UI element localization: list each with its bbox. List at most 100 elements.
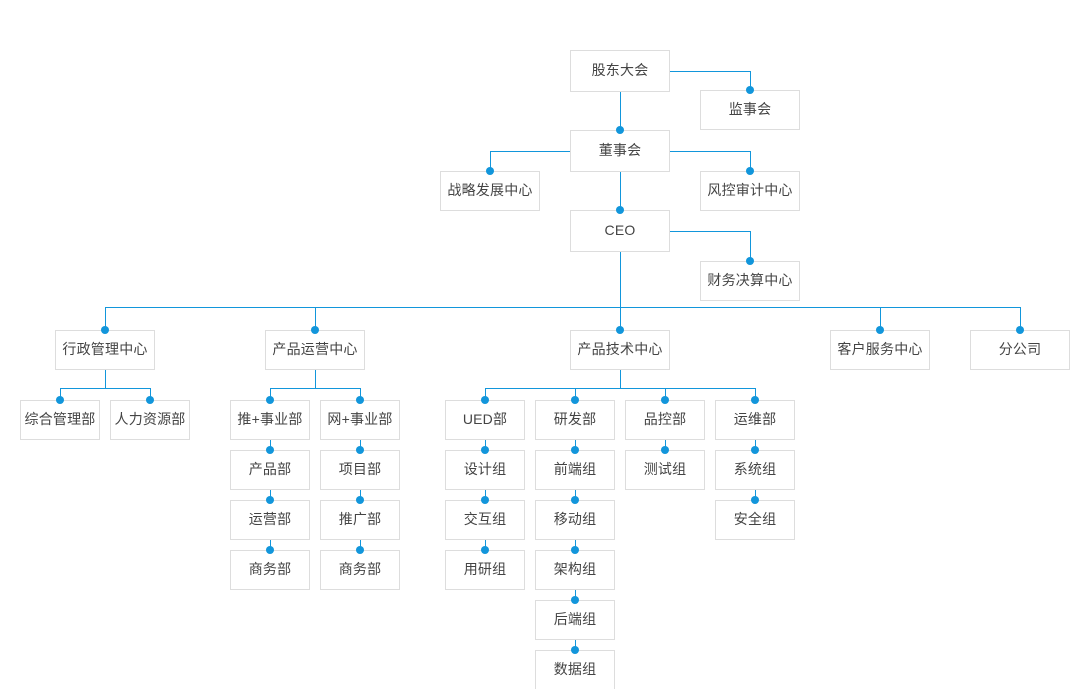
org-node-risk-audit-center[interactable]: 风控审计中心 [700,171,800,211]
org-node-business-dept-2[interactable]: 商务部 [320,550,400,590]
org-node-security-group[interactable]: 安全组 [715,500,795,540]
connector-board-to-strategy-h [490,151,620,152]
connector-dot-qa-dept [661,396,669,404]
connector-dot-system-group [751,446,759,454]
connector-dot-promotion-dept [356,496,364,504]
connector-shareholders-to-board [620,92,621,130]
org-node-architecture-group[interactable]: 架构组 [535,550,615,590]
org-node-ceo[interactable]: CEO [570,210,670,252]
connector-design-to-interaction [485,490,486,500]
connector-tui-to-product [270,440,271,450]
connector-product-to-operations [270,490,271,500]
connector-board-to-strategy-v [490,151,491,170]
connector-bus-to-product-tech [620,307,621,329]
org-node-ued-dept[interactable]: UED部 [445,400,525,440]
org-node-test-group[interactable]: 测试组 [625,450,705,490]
org-node-rd-dept[interactable]: 研发部 [535,400,615,440]
org-node-design-group[interactable]: 设计组 [445,450,525,490]
connector-dot-mobile-group [571,496,579,504]
connector-prodtech-to-rd [575,388,576,400]
connector-dot-ued-dept [481,396,489,404]
org-node-board[interactable]: 董事会 [570,130,670,172]
org-node-interaction-group[interactable]: 交互组 [445,500,525,540]
connector-dot-human-resources [146,396,154,404]
connector-dot-product-tech-center [616,326,624,334]
org-node-shareholders[interactable]: 股东大会 [570,50,670,92]
connector-promotion-to-business2 [360,540,361,550]
connector-bus-to-product-ops [315,307,316,329]
connector-qa-to-test [665,440,666,450]
org-node-user-research-group[interactable]: 用研组 [445,550,525,590]
connector-prodops-bus [270,388,360,389]
connector-system-to-security [755,490,756,500]
org-node-frontend-group[interactable]: 前端组 [535,450,615,490]
connector-board-to-risk-h [620,151,750,152]
connector-bus-to-admin [105,307,106,329]
connector-prodops-to-wang [360,388,361,400]
connector-dot-frontend-group [571,446,579,454]
connector-ceo-to-finance-v [750,231,751,260]
org-node-product-dept[interactable]: 产品部 [230,450,310,490]
org-node-data-group[interactable]: 数据组 [535,650,615,689]
org-node-finance-center[interactable]: 财务决算中心 [700,261,800,301]
org-node-general-admin[interactable]: 综合管理部 [20,400,100,440]
org-node-backend-group[interactable]: 后端组 [535,600,615,640]
connector-level3-bus [105,307,1020,308]
org-node-tui-division[interactable]: 推+事业部 [230,400,310,440]
connector-admin-to-hr [150,388,151,400]
org-node-admin-center[interactable]: 行政管理中心 [55,330,155,370]
connector-shareholders-to-supervisory-v [750,71,751,90]
org-node-ops-dept[interactable]: 运维部 [715,400,795,440]
connector-operations-to-business1 [270,540,271,550]
org-node-branch-company[interactable]: 分公司 [970,330,1070,370]
connector-dot-security-group [751,496,759,504]
connector-prodtech-to-ued [485,388,486,400]
connector-dot-strategy-center [486,167,494,175]
org-node-business-dept-1[interactable]: 商务部 [230,550,310,590]
org-node-wang-division[interactable]: 网+事业部 [320,400,400,440]
org-node-strategy-center[interactable]: 战略发展中心 [440,171,540,211]
org-node-supervisory[interactable]: 监事会 [700,90,800,130]
connector-dot-design-group [481,446,489,454]
connector-dot-admin-center [101,326,109,334]
connector-board-to-ceo [620,172,621,210]
org-node-customer-center[interactable]: 客户服务中心 [830,330,930,370]
connector-prodtech-down [620,370,621,388]
connector-ued-to-design [485,440,486,450]
connector-dot-wang-division [356,396,364,404]
org-node-human-resources[interactable]: 人力资源部 [110,400,190,440]
connector-ceo-to-bus [620,252,621,307]
connector-prodtech-bus [485,388,755,389]
connector-dot-risk-audit-center [746,167,754,175]
org-node-product-tech-center[interactable]: 产品技术中心 [570,330,670,370]
org-node-product-ops-center[interactable]: 产品运营中心 [265,330,365,370]
connector-prodops-to-tui [270,388,271,400]
connector-frontend-to-mobile [575,490,576,500]
connector-dot-ops-dept [751,396,759,404]
connector-dot-customer-center [876,326,884,334]
connector-dot-interaction-group [481,496,489,504]
org-node-operations-dept[interactable]: 运营部 [230,500,310,540]
connector-dot-data-group [571,646,579,654]
connector-dot-test-group [661,446,669,454]
connector-ceo-to-finance-h [620,231,750,232]
org-node-system-group[interactable]: 系统组 [715,450,795,490]
connector-dot-finance-center [746,257,754,265]
org-node-project-dept[interactable]: 项目部 [320,450,400,490]
connector-prodtech-to-ops [755,388,756,400]
connector-board-to-risk-v [750,151,751,170]
connector-project-to-promotion [360,490,361,500]
connector-rd-to-frontend [575,440,576,450]
connector-ops-to-system [755,440,756,450]
connector-dot-backend-group [571,596,579,604]
connector-backend-to-data [575,640,576,650]
connector-dot-user-research-group [481,546,489,554]
org-node-mobile-group[interactable]: 移动组 [535,500,615,540]
connector-dot-project-dept [356,446,364,454]
connector-dot-operations-dept [266,496,274,504]
connector-dot-business-dept-2 [356,546,364,554]
connector-bus-to-branch [1020,307,1021,329]
org-node-promotion-dept[interactable]: 推广部 [320,500,400,540]
org-node-qa-dept[interactable]: 品控部 [625,400,705,440]
